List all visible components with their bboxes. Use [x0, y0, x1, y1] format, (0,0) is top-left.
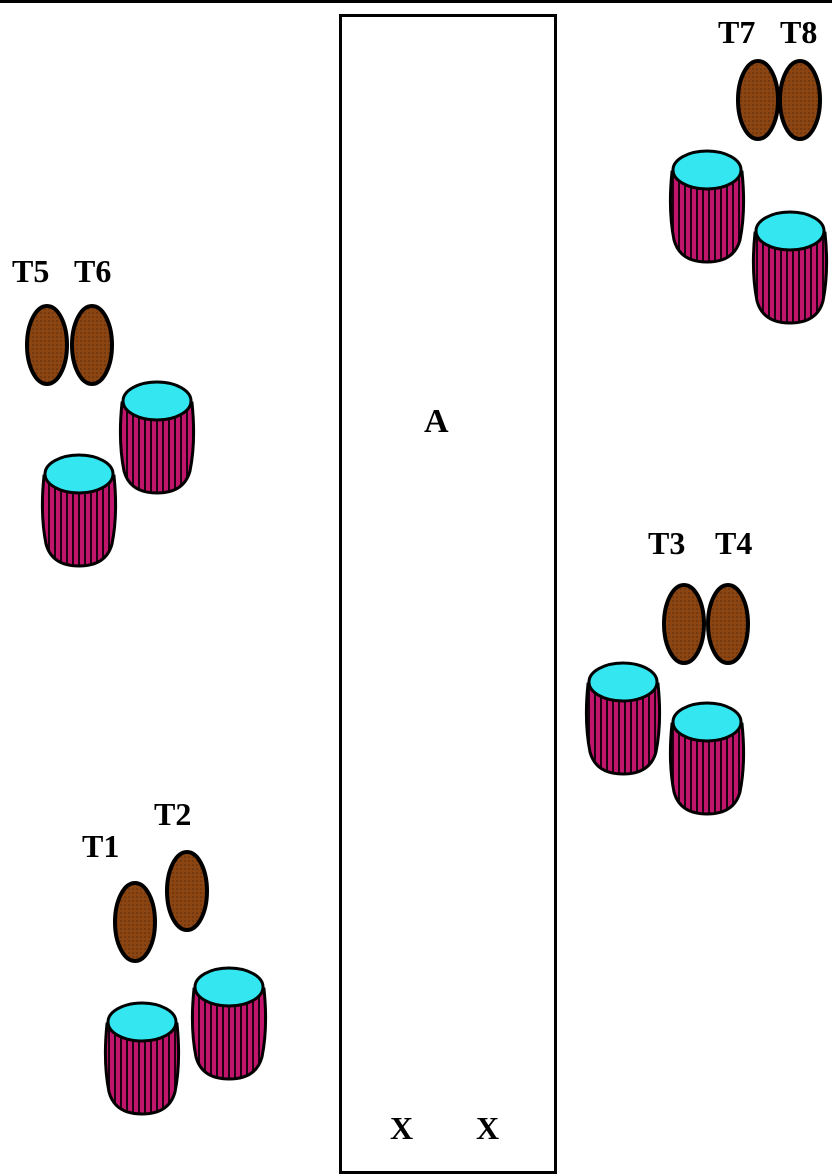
- station-t5-t6: [25, 304, 196, 568]
- seat-icon: [113, 881, 157, 963]
- seat-icon: [165, 850, 209, 932]
- drum-icon: [668, 701, 746, 816]
- station-label-t1: T1: [82, 828, 120, 864]
- area-label: A: [424, 403, 449, 440]
- seat-icon: [706, 583, 750, 665]
- seat-icon: [778, 59, 822, 141]
- station-label-t5: T5: [12, 253, 50, 289]
- drum-icon: [118, 380, 196, 495]
- station-label-t8: T8: [780, 14, 818, 50]
- drum-icon: [584, 661, 662, 776]
- marker-x-right: X: [476, 1110, 500, 1146]
- station-label-t3: T3: [648, 525, 686, 561]
- station-t7-t8: [668, 59, 829, 325]
- seat-icon: [25, 304, 69, 386]
- drum-icon: [668, 149, 746, 264]
- drum-icon: [751, 210, 829, 325]
- drum-icon: [103, 1001, 181, 1116]
- drum-icon: [190, 966, 268, 1081]
- station-t1-t2: [103, 850, 268, 1116]
- marker-x-left: X: [390, 1110, 414, 1146]
- station-label-t2: T2: [154, 796, 192, 832]
- seat-icon: [662, 583, 706, 665]
- station-label-t4: T4: [715, 525, 753, 561]
- station-label-t7: T7: [718, 14, 756, 50]
- top-border: [0, 0, 832, 3]
- station-t3-t4: [584, 583, 750, 816]
- seat-icon: [70, 304, 114, 386]
- drum-icon: [40, 453, 118, 568]
- seat-icon: [736, 59, 780, 141]
- station-label-t6: T6: [74, 253, 112, 289]
